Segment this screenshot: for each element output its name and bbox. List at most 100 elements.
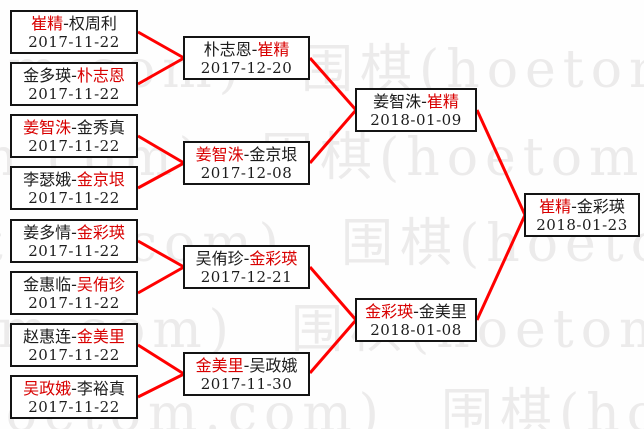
connector-line — [137, 56, 185, 86]
player-name: 金多瑛 — [23, 66, 72, 85]
match-box-r2-4: 金美里-吴政娥 2017-11-30 — [183, 352, 310, 396]
match-box-r1-7: 赵惠连-金美里 2017-11-22 — [10, 323, 138, 367]
connector-line — [475, 214, 527, 321]
match-date: 2018-01-23 — [536, 216, 628, 234]
name-separator: - — [571, 197, 577, 216]
match-box-r1-2: 金多瑛-朴志恩 2017-11-22 — [10, 62, 138, 106]
player-name: 金彩瑛 — [249, 249, 298, 268]
match-result: 朴志恩-崔精 — [185, 40, 308, 59]
match-date: 2017-11-22 — [28, 242, 120, 260]
name-separator: - — [71, 66, 77, 85]
match-date: 2017-11-22 — [28, 189, 120, 207]
player-name: 姜智洙 — [373, 92, 422, 111]
match-box-r1-8: 吴政娥-李裕真 2017-11-22 — [10, 375, 138, 419]
match-result: 姜多情-金彩瑛 — [12, 223, 136, 242]
match-result: 吴政娥-李裕真 — [12, 379, 136, 398]
player-name: 吴侑珍 — [195, 249, 244, 268]
match-box-r2-2: 姜智洙-金京垠 2017-12-08 — [183, 141, 310, 185]
match-date: 2017-11-22 — [28, 294, 120, 312]
match-date: 2017-11-22 — [28, 398, 120, 416]
connector-line — [308, 266, 358, 321]
match-box-sf-1: 姜智洙-崔精 2018-01-09 — [355, 88, 477, 132]
match-result: 吴侑珍-金彩瑛 — [185, 249, 308, 268]
player-name: 赵惠连 — [23, 327, 72, 346]
player-name: 崔精 — [31, 14, 64, 33]
match-date: 2017-11-30 — [200, 375, 293, 393]
player-name: 金美里 — [76, 327, 125, 346]
name-separator: - — [71, 379, 77, 398]
match-date: 2017-12-20 — [200, 59, 293, 77]
match-date: 2017-12-08 — [200, 164, 293, 182]
name-separator: - — [243, 249, 250, 268]
watermark-text: 围棋(hoetom.com) — [260, 128, 644, 188]
match-result: 姜智洙-崔精 — [357, 92, 475, 111]
watermark-text: 围棋(hoetom.com) — [440, 384, 644, 429]
match-result: 姜智洙-金京垠 — [185, 145, 308, 164]
name-separator: - — [251, 40, 258, 59]
match-box-r1-1: 崔精-权周利 2017-11-22 — [10, 10, 138, 54]
match-result: 金惠临-吴侑珍 — [12, 275, 136, 294]
player-name: 李裕真 — [76, 379, 125, 398]
name-separator: - — [71, 118, 77, 137]
name-separator: - — [421, 92, 427, 111]
player-name: 崔精 — [539, 197, 572, 216]
player-name: 吴政娥 — [249, 356, 298, 375]
player-name: 金京垠 — [76, 170, 125, 189]
match-result: 金多瑛-朴志恩 — [12, 66, 136, 85]
match-box-r2-3: 吴侑珍-金彩瑛 2017-12-21 — [183, 245, 310, 289]
match-box-final: 崔精-金彩瑛 2018-01-23 — [524, 193, 640, 237]
match-box-r1-3: 姜智洙-金秀真 2017-11-22 — [10, 114, 138, 158]
watermark-text: 围棋(hoetom.com) — [300, 40, 644, 100]
player-name: 金秀真 — [76, 118, 125, 137]
name-separator: - — [71, 327, 77, 346]
player-name: 金美里 — [418, 302, 467, 321]
match-date: 2017-11-22 — [28, 85, 120, 103]
player-name: 朴志恩 — [76, 66, 125, 85]
player-name: 崔精 — [426, 92, 459, 111]
match-result: 赵惠连-金美里 — [12, 327, 136, 346]
connector-line — [137, 343, 185, 376]
player-name: 金惠临 — [23, 275, 72, 294]
match-box-sf-2: 金彩瑛-金美里 2018-01-08 — [355, 298, 477, 342]
connector-line — [137, 161, 185, 190]
name-separator: - — [71, 275, 77, 294]
player-name: 朴志恩 — [203, 40, 252, 59]
match-box-r1-5: 姜多情-金彩瑛 2017-11-22 — [10, 219, 138, 263]
player-name: 金京垠 — [249, 145, 298, 164]
player-name: 权周利 — [68, 14, 117, 33]
player-name: 金彩瑛 — [365, 302, 414, 321]
player-name: 姜智洙 — [195, 145, 244, 164]
player-name: 姜多情 — [23, 223, 72, 242]
connector-line — [308, 319, 358, 374]
player-name: 金彩瑛 — [576, 197, 625, 216]
connector-line — [137, 239, 185, 269]
match-date: 2017-11-22 — [28, 346, 120, 364]
player-name: 李瑟娥 — [23, 170, 72, 189]
match-date: 2017-12-21 — [200, 268, 293, 286]
name-separator: - — [71, 223, 77, 242]
name-separator: - — [71, 170, 77, 189]
name-separator: - — [243, 145, 250, 164]
name-separator: - — [413, 302, 419, 321]
match-box-r2-1: 朴志恩-崔精 2017-12-20 — [183, 36, 310, 80]
match-result: 李瑟娥-金京垠 — [12, 170, 136, 189]
name-separator: - — [63, 14, 69, 33]
match-date: 2017-11-22 — [28, 137, 120, 155]
player-name: 吴侑珍 — [76, 275, 125, 294]
match-date: 2018-01-09 — [370, 111, 462, 129]
match-date: 2017-11-22 — [28, 33, 120, 51]
match-result: 金美里-吴政娥 — [185, 356, 308, 375]
name-separator: - — [243, 356, 250, 375]
match-result: 姜智洙-金秀真 — [12, 118, 136, 137]
connector-line — [137, 372, 185, 399]
connector-line — [137, 265, 185, 295]
match-box-r1-6: 金惠临-吴侑珍 2017-11-22 — [10, 271, 138, 315]
connector-line — [475, 109, 527, 216]
player-name: 姜智洙 — [23, 118, 72, 137]
connector-line — [137, 30, 185, 60]
match-date: 2018-01-08 — [370, 321, 462, 339]
player-name: 崔精 — [257, 40, 290, 59]
connector-line — [308, 109, 358, 164]
